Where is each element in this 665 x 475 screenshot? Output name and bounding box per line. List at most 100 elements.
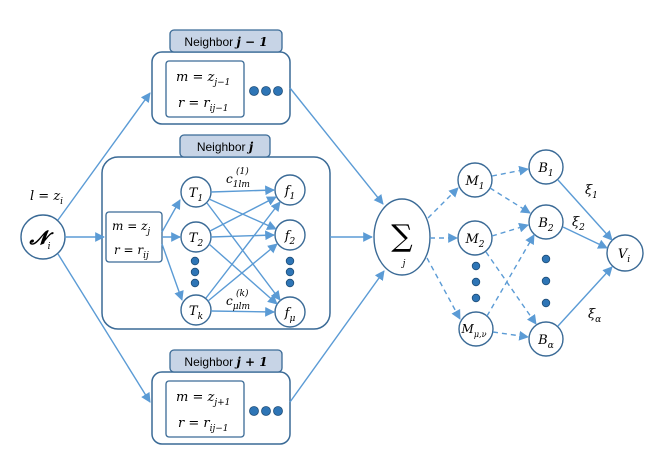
edge [57,92,151,221]
b-node-1-label: B1 [537,161,553,179]
t-node-k-label: Tk [189,304,203,322]
output-node-group: Vi ξ1 ξ2 ξα [557,179,644,327]
edge [210,306,275,317]
xi-label-alpha: ξα [588,307,601,325]
f-node-mu [274,296,306,328]
ellipsis-dot [285,256,295,266]
ellipsis-dot [471,261,481,271]
neighbor-prev-tab [169,29,283,53]
ellipsis-dot [541,276,551,286]
edge [427,187,459,219]
edge [557,266,613,327]
f-node-mu-label: fμ [284,306,296,324]
neighbor-prev-m: m = zj−1 [176,70,230,88]
edge [161,243,184,301]
ellipsis-dot [541,298,551,308]
t-node-2-label: T2 [189,231,204,249]
neighbor-curr-tab [179,134,271,158]
ellipsis-dot [471,293,481,303]
sum-symbol: ∑ [391,219,413,254]
edge [289,270,385,403]
ellipsis-dot [190,256,200,266]
neighbor-next-params [165,380,245,438]
neighbor-curr-tab-label: Neighbor j [197,140,254,154]
b-node-2 [528,204,564,240]
edge-label-bottom: cμlm [226,294,250,312]
t-node-1-label: T1 [189,186,203,204]
m-node-2-label: M2 [464,232,484,250]
edge [206,202,281,301]
ellipsis-dot [273,86,283,96]
output-node-label: Vi [618,247,630,265]
ellipsis-dot [249,406,259,416]
neighbor-next-tab-label: Neighbor j + 1 [184,355,267,369]
edge [208,243,278,305]
edge [210,230,275,241]
sum-node [373,198,431,276]
neighbor-prev-tab-label: Neighbor j − 1 [184,35,267,49]
edge [489,187,531,214]
b-node-1 [528,149,564,185]
edge [57,253,151,403]
t-node-k [180,294,212,326]
m-node-munu-label: Mμ,ν [461,322,487,339]
b-node-alpha-label: Bα [537,333,554,351]
b-node-alpha [528,321,564,357]
ellipsis-dot [285,267,295,277]
neighbor-curr-r: r = rij [114,243,149,261]
f-node-1-label: f1 [284,184,296,202]
edge [562,226,608,249]
edge-label-bottom-sup: (k) [236,288,249,299]
ellipsis-dot [285,278,295,288]
neighbor-prev-params [165,60,245,118]
neighbor-curr-m: m = zj [112,219,150,237]
ellipsis-dot [249,86,259,96]
neighbor-next-m: m = zj+1 [176,390,230,408]
ellipsis-dot [261,406,271,416]
input-label: l = zi [30,189,63,207]
edge [205,201,281,299]
sum-sub: j [401,259,406,269]
neighbor-next-group: Neighbor j + 1 m = zj+1 r = rij−1 [151,349,291,445]
ellipsis-dot [471,277,481,287]
b-nodes-group: B1 B2 Bα [485,149,564,357]
edge [486,234,535,317]
neighbor-prev-r: r = rij−1 [178,96,229,114]
m-node-2 [457,220,493,256]
ellipsis-dot [261,86,271,96]
f-node-2-label: f2 [284,229,296,247]
ellipsis-dot [541,254,551,264]
edge [207,243,278,302]
neighbor-curr-group: Neighbor j m = zj r = rij T1 T2 Tk f1 f2… [101,134,331,330]
edge [209,196,277,232]
ellipsis-dot [273,406,283,416]
edge [289,87,384,205]
edge [491,165,529,177]
f-node-1 [274,174,306,206]
neighbor-prev-group: Neighbor j − 1 m = zj−1 r = rij−1 [151,29,291,125]
f-node-2 [274,219,306,251]
xi-label-1: ξ1 [585,183,598,201]
m-node-1 [457,162,493,198]
m-node-munu [458,311,494,347]
xi-label-2: ξ2 [572,215,585,233]
b-node-2-label: B2 [537,216,554,234]
edge [557,179,613,241]
sum-node-group: ∑ j [289,87,431,403]
m-node-1-label: M1 [464,174,484,192]
edge [485,251,537,325]
output-node [606,234,644,272]
edge-label-top-sup: (1) [236,166,249,177]
edge [492,330,529,341]
edge [210,185,275,196]
ellipsis-dot [190,267,200,277]
neighbor-next-tab [169,349,283,373]
input-node-group: l = zi 𝓝i [20,92,151,403]
edge [161,199,181,233]
edge [426,257,461,320]
edge-label-top: c1lm [226,172,250,190]
m-nodes-group: M1 M2 Mμ,ν [426,162,494,347]
neighbor-next-r: r = rij−1 [178,416,229,434]
